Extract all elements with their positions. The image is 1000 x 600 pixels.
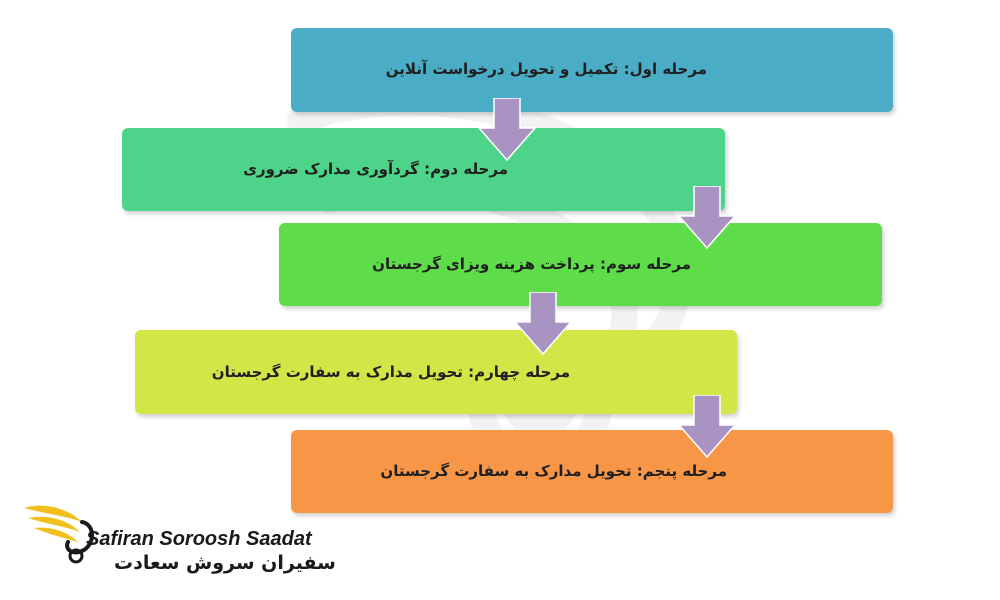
logo-latin-name: Safiran Soroosh Saadat: [86, 528, 312, 550]
step-2-box: مرحله دوم: گردآوری مدارک ضروری: [122, 128, 725, 211]
company-logo: Safiran Soroosh Saadat سفیران سروش سعادت: [18, 492, 336, 582]
step-5-label: مرحله پنجم: تحویل مدارک به سفارت گرجستان: [380, 462, 727, 480]
step-4-label: مرحله چهارم: تحویل مدارک به سفارت گرجستا…: [211, 363, 570, 381]
down-arrow-icon: [677, 395, 737, 459]
step-1-box: مرحله اول: تکمیل و تحویل درخواست آنلاین: [291, 28, 893, 112]
step-4-box: مرحله چهارم: تحویل مدارک به سفارت گرجستا…: [135, 330, 737, 414]
step-2-label: مرحله دوم: گردآوری مدارک ضروری: [243, 160, 508, 178]
step-5-box: مرحله پنجم: تحویل مدارک به سفارت گرجستان: [291, 430, 893, 513]
step-3-box: مرحله سوم: پرداخت هزینه ویزای گرجستان: [279, 223, 882, 306]
logo-farsi-name: سفیران سروش سعادت: [114, 552, 336, 574]
step-1-label: مرحله اول: تکمیل و تحویل درخواست آنلاین: [385, 60, 707, 78]
down-arrow-icon: [477, 98, 537, 162]
bird-wing-logo-icon: [24, 505, 94, 564]
step-3-label: مرحله سوم: پرداخت هزینه ویزای گرجستان: [372, 255, 691, 273]
down-arrow-icon: [677, 186, 737, 250]
down-arrow-icon: [513, 292, 573, 356]
